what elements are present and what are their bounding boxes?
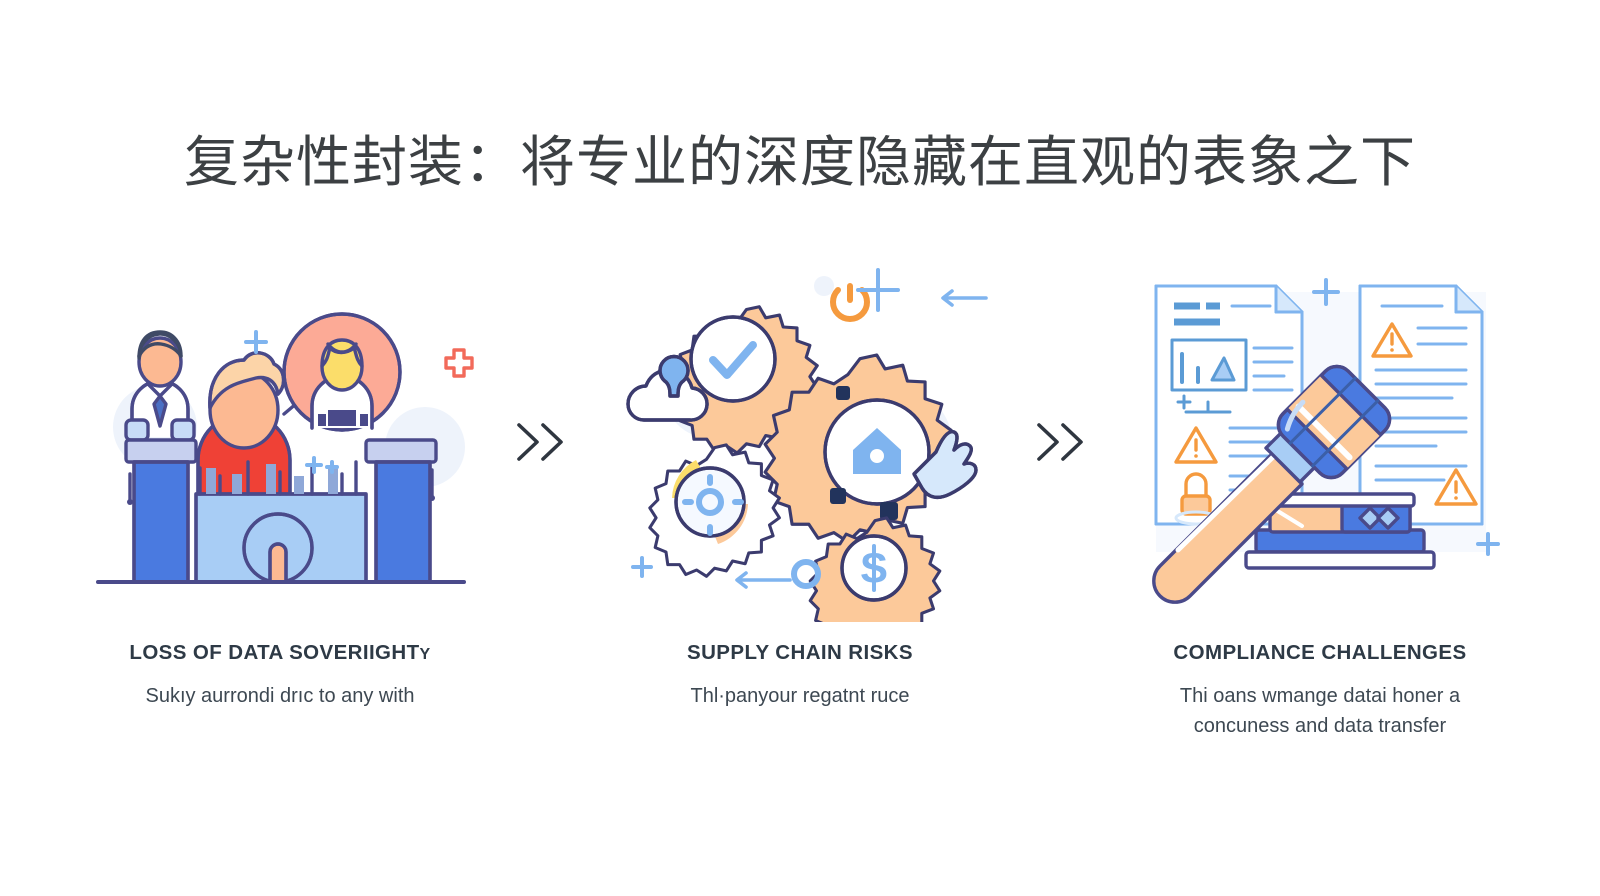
sparkle-decorations (1312, 278, 1500, 556)
chevron-separator-1 (480, 262, 600, 622)
caption-heading-main: SUPPLY CHAIN RISKS (687, 641, 913, 664)
caption-heading: COMPLIANCE CHALLENGES (1120, 640, 1520, 667)
caption-subtitle-line: Sukıy aurrondi drıc to any with (145, 684, 415, 707)
podium-center-desk (194, 460, 368, 584)
gear-house (763, 353, 953, 544)
caption-heading: SUPPLY CHAIN RISKS (600, 640, 1000, 667)
power-button-icon (830, 283, 870, 323)
gear-settings (648, 443, 781, 578)
caption-heading-tail: Y (419, 646, 431, 663)
podium-people-lock-illustration (80, 262, 480, 622)
avatar-bubble (282, 312, 402, 432)
caption-subtitle: Thi oans wmange datai honer a concuness … (1120, 681, 1520, 741)
sparkle-decorations (244, 330, 339, 474)
document-right (1358, 284, 1484, 526)
column-compliance-challenges: COMPLIANCE CHALLENGES Thi oans wmange da… (1120, 262, 1520, 741)
hand-icon (912, 430, 978, 500)
gears-machinery-illustration: S (600, 262, 1000, 622)
cloud-icon (626, 354, 709, 422)
warning-triangle-icon (1434, 468, 1478, 506)
caption-subtitle: Thl·panyour regatnt ruce (600, 681, 1000, 711)
caption-supply-chain-risks: SUPPLY CHAIN RISKS Thl·panyour regatnt r… (600, 640, 1000, 711)
warning-triangle-icon (1371, 322, 1413, 358)
gavel-documents-illustration (1120, 262, 1520, 622)
caption-heading-main: COMPLIANCE CHALLENGES (1173, 641, 1467, 664)
caption-heading: LOSS OF DATA SOVERIIGHTY (80, 640, 480, 667)
caption-subtitle: Sukıy aurrondi drıc to any with (80, 681, 480, 711)
caption-compliance-challenges: COMPLIANCE CHALLENGES Thi oans wmange da… (1120, 640, 1520, 741)
caption-subtitle-line: concuness and data transfer (1193, 714, 1447, 737)
document-left (1154, 284, 1304, 526)
column-loss-of-data-sovereignty: LOSS OF DATA SOVERIIGHTY Sukıy aurrondi … (80, 262, 480, 711)
podium-left (124, 438, 198, 584)
double-chevron-right-icon (1037, 423, 1083, 461)
podium-right (364, 438, 438, 584)
caption-subtitle-line: Thl·panyour regatnt ruce (690, 684, 910, 707)
double-chevron-right-icon (517, 423, 563, 461)
caption-heading-main: LOSS OF DATA SOVERIIGHT (129, 641, 420, 664)
caption-loss-of-data-sovereignty: LOSS OF DATA SOVERIIGHTY Sukıy aurrondi … (80, 640, 480, 711)
gavel-base (1244, 492, 1436, 570)
warning-triangle-icon (1174, 426, 1218, 464)
chevron-separator-2 (1000, 262, 1120, 622)
page-title: 复杂性封装：将专业的深度隐藏在直观的表象之下 (183, 131, 1416, 193)
caption-subtitle-line: Thi oans wmange datai honer a (1179, 684, 1461, 707)
columns-row: LOSS OF DATA SOVERIIGHTY Sukıy aurrondi … (60, 262, 1540, 822)
gavel (1152, 364, 1392, 604)
column-supply-chain-risks: S (600, 262, 1000, 711)
gear-dollar: S (808, 516, 942, 622)
sparkle-decorations (631, 268, 900, 578)
person-left (124, 330, 196, 442)
arrow-icons (735, 289, 988, 589)
